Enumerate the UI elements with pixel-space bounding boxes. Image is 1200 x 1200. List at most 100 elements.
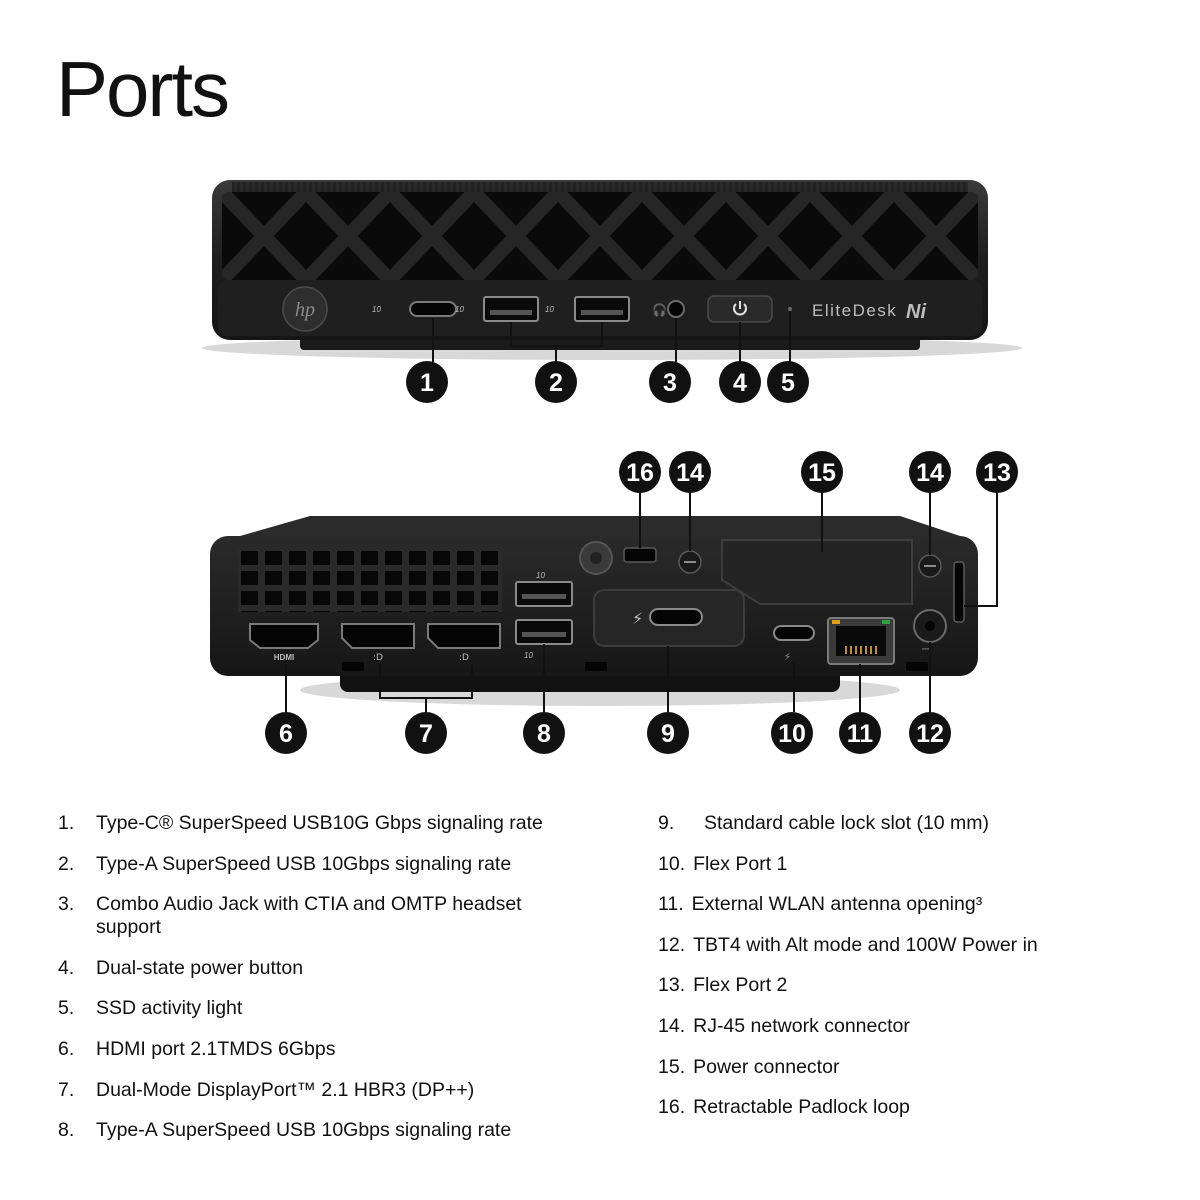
front-usbc-port [409,301,457,317]
callout-label: 3 [663,369,677,397]
callout-label: 6 [279,720,293,748]
legend-item: 16.Retractable Padlock loop [658,1096,1178,1119]
rj45-pins [845,646,877,654]
legend-number: 6. [58,1037,75,1060]
legend-number: 2. [58,852,75,875]
rear-vent-grid [238,548,502,612]
legend-number: 13. [658,974,686,997]
callout-5: 5 [767,361,809,403]
ssd-activity-light [788,307,792,311]
rear-leaders [285,492,998,712]
displayport-2 [427,623,501,649]
power-connector-pin [925,621,935,631]
legend-item: 5.SSD activity light [58,997,598,1020]
callout-label: 15 [808,459,836,487]
callout-label: 14 [916,459,944,487]
callout-label: 2 [549,369,563,397]
legend-left: 1. Type-C® SuperSpeed USB10G Gbps signali… [58,812,598,1160]
usba-tongue [522,632,566,637]
callout-13: 13 [976,451,1018,493]
audio-jack [667,300,685,318]
legend-item: 12.TBT4 with Alt mode and 100W Power in [658,934,1178,957]
callout-label: 7 [419,720,433,748]
legend-number: 15. [658,1055,686,1078]
callout-4: 4 [719,361,761,403]
usba-tongue [581,310,623,315]
usba-speed-label-1: 10 [455,305,464,314]
rj45-led-green [882,620,890,624]
callout-15: 15 [801,451,843,493]
legend-text: Standard cable lock slot (10 mm) [704,812,990,834]
callout-12: 12 [909,712,951,754]
legend-number: 8. [58,1119,75,1142]
ai-mark-icon: Ni [906,301,926,323]
callout-label: 9 [661,720,675,748]
legend-text: RJ-45 network connector [693,1014,910,1037]
callout-label: 12 [916,720,944,748]
legend-text: Flex Port 1 [693,852,788,875]
callout-14a: 14 [669,451,711,493]
callout-label: 8 [537,720,551,748]
callout-1: 1 [406,361,448,403]
dp-icon-2: :D [459,653,469,663]
hdmi-label: HDMI [274,653,294,662]
legend-number: 1. [58,812,75,834]
cable-lock-slot [623,547,657,563]
usba-speed-label-2: 10 [545,305,554,314]
front-usba-port-2 [574,296,630,322]
legend-text: Flex Port 2 [693,974,788,997]
hp-logo: hp [282,286,328,332]
callout-9: 9 [647,712,689,754]
callout-2: 2 [535,361,577,403]
legend-text: SSD activity light [96,997,243,1020]
padlock-loop-knob [579,541,613,575]
legend-text: Dual-state power button [96,956,304,979]
callout-3: 3 [649,361,691,403]
legend-text: Type-C® SuperSpeed USB10G Gbps signaling… [96,812,543,834]
legend-text: External WLAN antenna opening³ [691,893,983,916]
front-device: hp 10 10 10 🎧 EliteDesk Ni [202,180,1022,360]
legend-number: 4. [58,956,75,979]
thunderbolt-icon: ⚡ [632,609,643,628]
elitedesk-brand: EliteDesk [812,301,897,320]
flex-port-1-usbc [649,608,703,626]
rear-slot-1 [342,662,364,671]
callout-11: 11 [839,712,881,754]
legend-text: Combo Audio Jack with CTIA and OMTP head… [96,893,522,939]
front-usba-port-1 [483,296,539,322]
ports-diagram: hp 10 10 10 🎧 EliteDesk Ni [202,180,1022,754]
rear-usb-speed-top: 10 [536,571,545,580]
legend-item: 7.Dual-Mode DisplayPort™ 2.1 HBR3 (DP++) [58,1079,598,1102]
legend-text: Type-A SuperSpeed USB 10Gbps signaling r… [96,1119,512,1142]
front-lattice-vents [222,192,978,280]
power-icon [733,301,747,316]
tbt4-usbc-port [773,625,815,641]
callout-8: 8 [523,712,565,754]
legend-number: 12. [658,933,686,956]
legend-text: Retractable Padlock loop [693,1096,910,1119]
legend-item: 14. RJ-45 network connector [658,1015,1178,1038]
legend-number: 11. [658,893,684,916]
usbc-speed-label: 10 [372,305,381,314]
rj45-led-amber [832,620,840,624]
legend-item: 13. Flex Port 2 [658,974,1178,997]
callout-label: 10 [778,720,806,748]
legend-item: 4. Dual-state power button [58,957,598,980]
legend-number: 14. [658,1014,686,1037]
tbt4-icon: ⚡ [784,652,791,663]
usba-tongue [490,310,532,315]
rear-top-surface [226,516,972,540]
flex-port-2-cover [721,539,913,605]
hdmi-port [249,623,319,649]
callout-label: 13 [983,459,1011,487]
legend-item: 10.Flex Port 1 [658,853,1178,876]
legend-item: 15. Power connector [658,1056,1178,1079]
rear-usb-speed-bottom: 10 [524,651,533,660]
legend-text: HDMI port 2.1TMDS 6Gbps [96,1037,336,1060]
rear-slot-3 [906,662,928,671]
legend-item: 11. External WLAN antenna opening³ [658,893,1178,916]
callout-label: 1 [420,369,434,397]
callout-6: 6 [265,712,307,754]
legend-text: Type-A SuperSpeed USB 10Gbps signaling r… [96,852,512,875]
legend-text: Power connector [693,1055,840,1078]
